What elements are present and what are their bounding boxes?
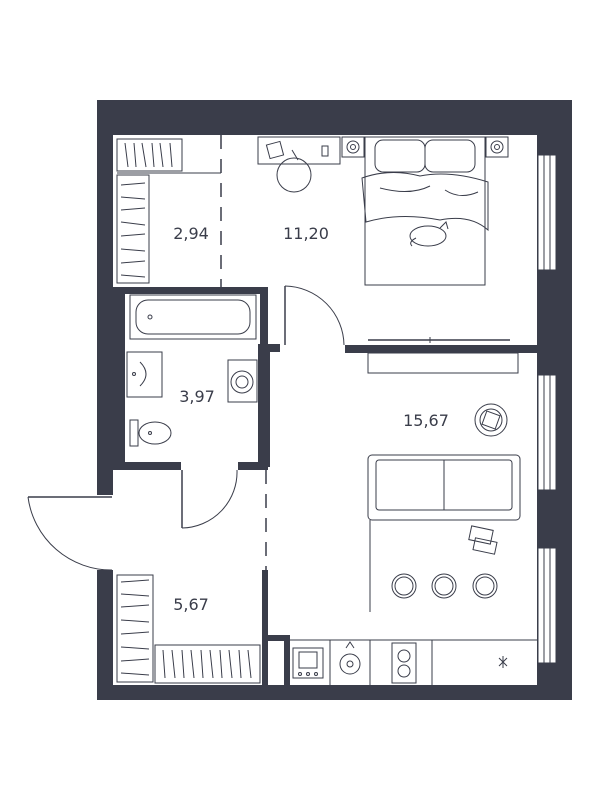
kitchen-counter <box>290 639 537 685</box>
cat-icon <box>409 221 449 247</box>
chair <box>276 157 312 193</box>
desk <box>257 136 341 165</box>
robot-vacuum <box>474 403 508 437</box>
storage-wardrobe <box>116 138 221 284</box>
bathroom-door <box>181 469 238 529</box>
console-shelf <box>367 352 519 374</box>
cooktop <box>292 647 324 679</box>
zone-separators <box>220 135 267 570</box>
double-bed <box>361 136 489 286</box>
tv <box>368 337 510 343</box>
outer-walls <box>97 100 572 700</box>
laptop <box>468 525 498 555</box>
kitchen-sink <box>339 641 361 675</box>
sofa <box>367 454 521 521</box>
windows <box>537 154 557 664</box>
hallway-area-label: 5,67 <box>173 595 209 614</box>
storage-area-label: 2,94 <box>173 224 209 243</box>
interior-walls <box>113 287 537 685</box>
ceiling-light-icon <box>498 656 508 668</box>
bar-stools <box>391 573 498 599</box>
hallway-wardrobe <box>116 574 154 683</box>
bathtub <box>129 294 257 340</box>
nightstands <box>341 136 509 158</box>
toilet <box>129 419 172 447</box>
bedroom-area-label: 11,20 <box>283 224 329 243</box>
sink <box>126 351 163 398</box>
entrance-door <box>27 496 113 571</box>
shoe-rack <box>154 644 261 684</box>
bathroom-area-label: 3,97 <box>179 387 215 406</box>
living-kitchen-area-label: 15,67 <box>403 411 449 430</box>
washing-machine <box>227 359 258 403</box>
oven <box>391 642 417 684</box>
bedroom-door <box>284 285 345 346</box>
